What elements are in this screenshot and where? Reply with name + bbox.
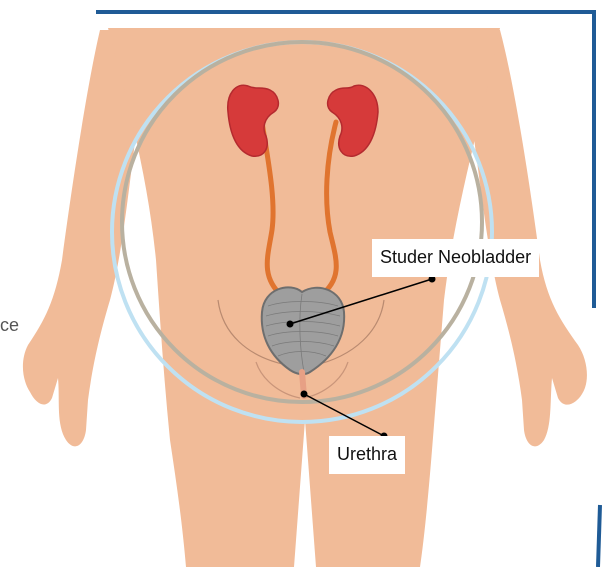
urethra-label: Urethra [329,436,405,474]
frame-right-line-lower [598,505,600,567]
urethra-leader-dot-start [301,391,308,398]
neobladder-label: Studer Neobladder [372,239,539,277]
neobladder-leader-dot-start [287,321,294,328]
partial-left-text: ce [0,315,19,336]
